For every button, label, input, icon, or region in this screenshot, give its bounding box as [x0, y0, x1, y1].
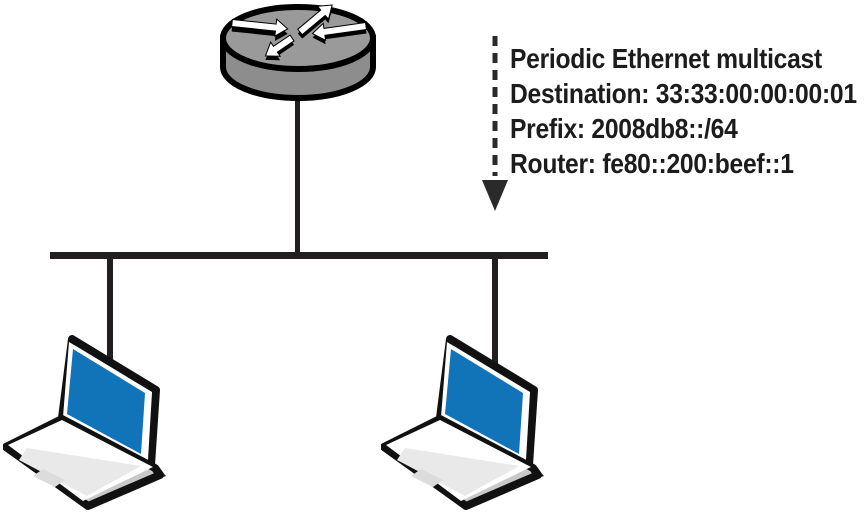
annotation-line: Router: fe80::200:beef::1: [510, 148, 794, 179]
annotation-line: Prefix: 2008db8::/64: [510, 113, 738, 144]
arrow-in-left-icon: [231, 18, 289, 37]
laptop-icon-right: [381, 333, 551, 514]
router-icon: [220, 4, 376, 101]
arrow-out-bottom-icon: [264, 34, 295, 57]
laptop-icon-left: [3, 333, 173, 514]
ethernet-bus-line: [50, 252, 548, 259]
router-top: [220, 4, 376, 72]
host-link-line-right: [492, 256, 498, 368]
arrowhead: [482, 180, 508, 211]
arrow-out-topright-icon: [297, 4, 333, 36]
router-link-line: [295, 96, 300, 256]
router-arrows: [231, 4, 368, 61]
arrow-in-right-icon: [311, 21, 368, 42]
annotation-line: Periodic Ethernet multicast: [510, 43, 822, 74]
annotation-line: Destination: 33:33:00:00:00:01: [510, 78, 857, 109]
host-link-line-left: [107, 256, 113, 368]
dashed-down-arrow-icon: [482, 36, 508, 211]
annotation-text-block: Periodic Ethernet multicast Destination:…: [510, 41, 866, 181]
